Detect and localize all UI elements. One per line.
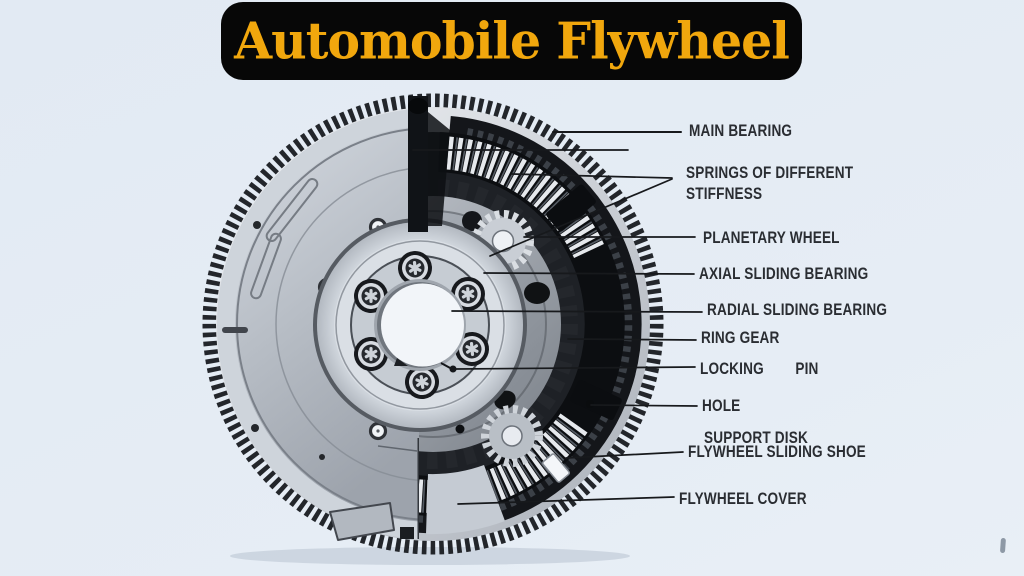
leader-ring-gear bbox=[567, 338, 697, 341]
label-springs-stiffness: SPRINGS OF DIFFERENT STIFFNESS bbox=[686, 163, 854, 203]
leader-springs-2 bbox=[511, 173, 673, 179]
leader-radial-sliding-bearing bbox=[451, 310, 703, 313]
wheel-shadow bbox=[230, 547, 630, 565]
cut-edge-top bbox=[408, 96, 450, 232]
leader-locking-pin bbox=[455, 366, 696, 370]
leader-axial-sliding-bearing bbox=[483, 272, 695, 275]
leader-springs-3 bbox=[489, 178, 673, 257]
sliding-shoe bbox=[541, 453, 571, 483]
title-banner: Automobile Flywheel bbox=[221, 2, 802, 80]
hole-feature bbox=[586, 400, 594, 408]
progress-tick bbox=[1000, 538, 1006, 553]
label-radial-sliding-bearing: RADIAL SLIDING BEARING bbox=[707, 300, 888, 319]
cover-bottom-wedge bbox=[426, 465, 505, 535]
leader-hole bbox=[590, 404, 698, 407]
label-planetary-wheel: PLANETARY WHEEL bbox=[703, 228, 840, 247]
locking-pin-feature bbox=[440, 362, 457, 373]
label-locking-pin: LOCKING PIN bbox=[700, 359, 819, 378]
label-main-bearing: MAIN BEARING bbox=[689, 121, 793, 140]
leader-flywheel-cover bbox=[457, 496, 675, 505]
label-axial-sliding-bearing: AXIAL SLIDING BEARING bbox=[699, 264, 869, 283]
planetary-wheel-lower bbox=[481, 405, 543, 467]
label-hole: HOLE bbox=[702, 396, 741, 415]
label-flywheel-sliding-shoe: FLYWHEEL SLIDING SHOE bbox=[688, 442, 866, 461]
label-flywheel-cover: FLYWHEEL COVER bbox=[679, 489, 807, 508]
label-support-disk: SUPPORT DISK bbox=[704, 428, 808, 447]
hub-assembly bbox=[313, 218, 527, 432]
center-bore bbox=[374, 279, 466, 371]
page-title: Automobile Flywheel bbox=[234, 10, 790, 72]
leader-flywheel-sliding-shoe bbox=[565, 451, 684, 459]
leader-lines bbox=[412, 131, 703, 505]
label-ring-gear: RING GEAR bbox=[701, 328, 780, 347]
